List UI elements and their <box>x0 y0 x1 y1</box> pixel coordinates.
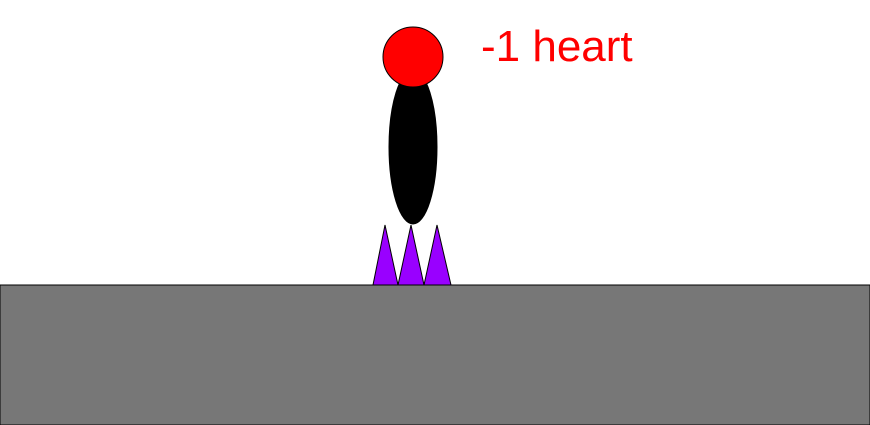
spike-right <box>423 224 452 286</box>
ground-platform <box>0 284 870 425</box>
spike-trap <box>372 224 452 286</box>
player-body <box>388 69 438 225</box>
player-head <box>382 26 444 88</box>
spike-left <box>372 224 399 286</box>
damage-notification: -1 heart <box>481 22 633 71</box>
player-character <box>382 26 444 225</box>
spike-center <box>397 224 425 286</box>
